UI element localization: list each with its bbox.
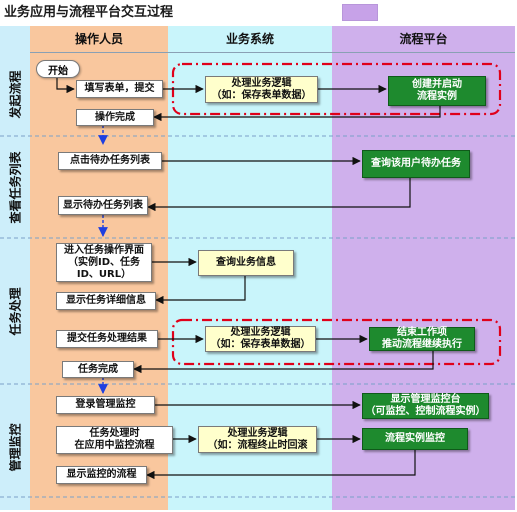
node-create-start: 创建并启动 流程实例 xyxy=(388,76,486,106)
lane-label-strip xyxy=(0,26,30,510)
node-submit-result: 提交任务处理结果 xyxy=(56,330,158,348)
node-end-task: 结束工作项 推动流程继续执行 xyxy=(369,327,475,351)
node-query-tasks: 查询该用户待办任务 xyxy=(362,150,470,178)
node-show-list: 显示待办任务列表 xyxy=(58,196,148,215)
node-task-done: 任务完成 xyxy=(62,361,134,378)
node-enter-task: 进入任务操作界面 （实例ID、任务 ID、URL） xyxy=(56,243,152,282)
node-show-console: 显示管理监控台 （可监控、控制流程实例） xyxy=(362,393,489,419)
node-biz-logic-3: 处理业务逻辑 （如：流程终止时回滚 xyxy=(198,426,317,453)
highlight-group-2 xyxy=(171,318,502,366)
node-click-list: 点击待办任务列表 xyxy=(58,152,162,170)
node-query-biz: 查询业务信息 xyxy=(198,250,294,276)
column-header-operator: 操作人员 xyxy=(30,26,168,53)
legend-swatch xyxy=(342,4,378,21)
node-show-monitored: 显示监控的流程 xyxy=(56,466,147,484)
node-login-monitor: 登录管理监控 xyxy=(56,396,155,414)
column-header-business: 业务系统 xyxy=(168,26,332,53)
diagram-title: 业务应用与流程平台交互过程 xyxy=(4,5,174,20)
node-monitor-in-app: 任务处理时 在应用中监控流程 xyxy=(56,426,173,454)
node-fill-form: 填写表单，提交 xyxy=(76,80,163,98)
lane-separators xyxy=(0,135,515,498)
node-biz-logic-1: 处理业务逻辑 （如：保存表单数据） xyxy=(205,76,318,103)
node-show-detail: 显示任务详细信息 xyxy=(56,292,156,310)
column-header-platform: 流程平台 xyxy=(332,26,515,53)
node-instance-monitor: 流程实例监控 xyxy=(362,428,468,450)
start-node: 开始 xyxy=(36,60,80,78)
node-op-done: 操作完成 xyxy=(76,109,154,126)
node-biz-logic-2: 处理业务逻辑 （如：保存表单数据） xyxy=(205,326,316,352)
